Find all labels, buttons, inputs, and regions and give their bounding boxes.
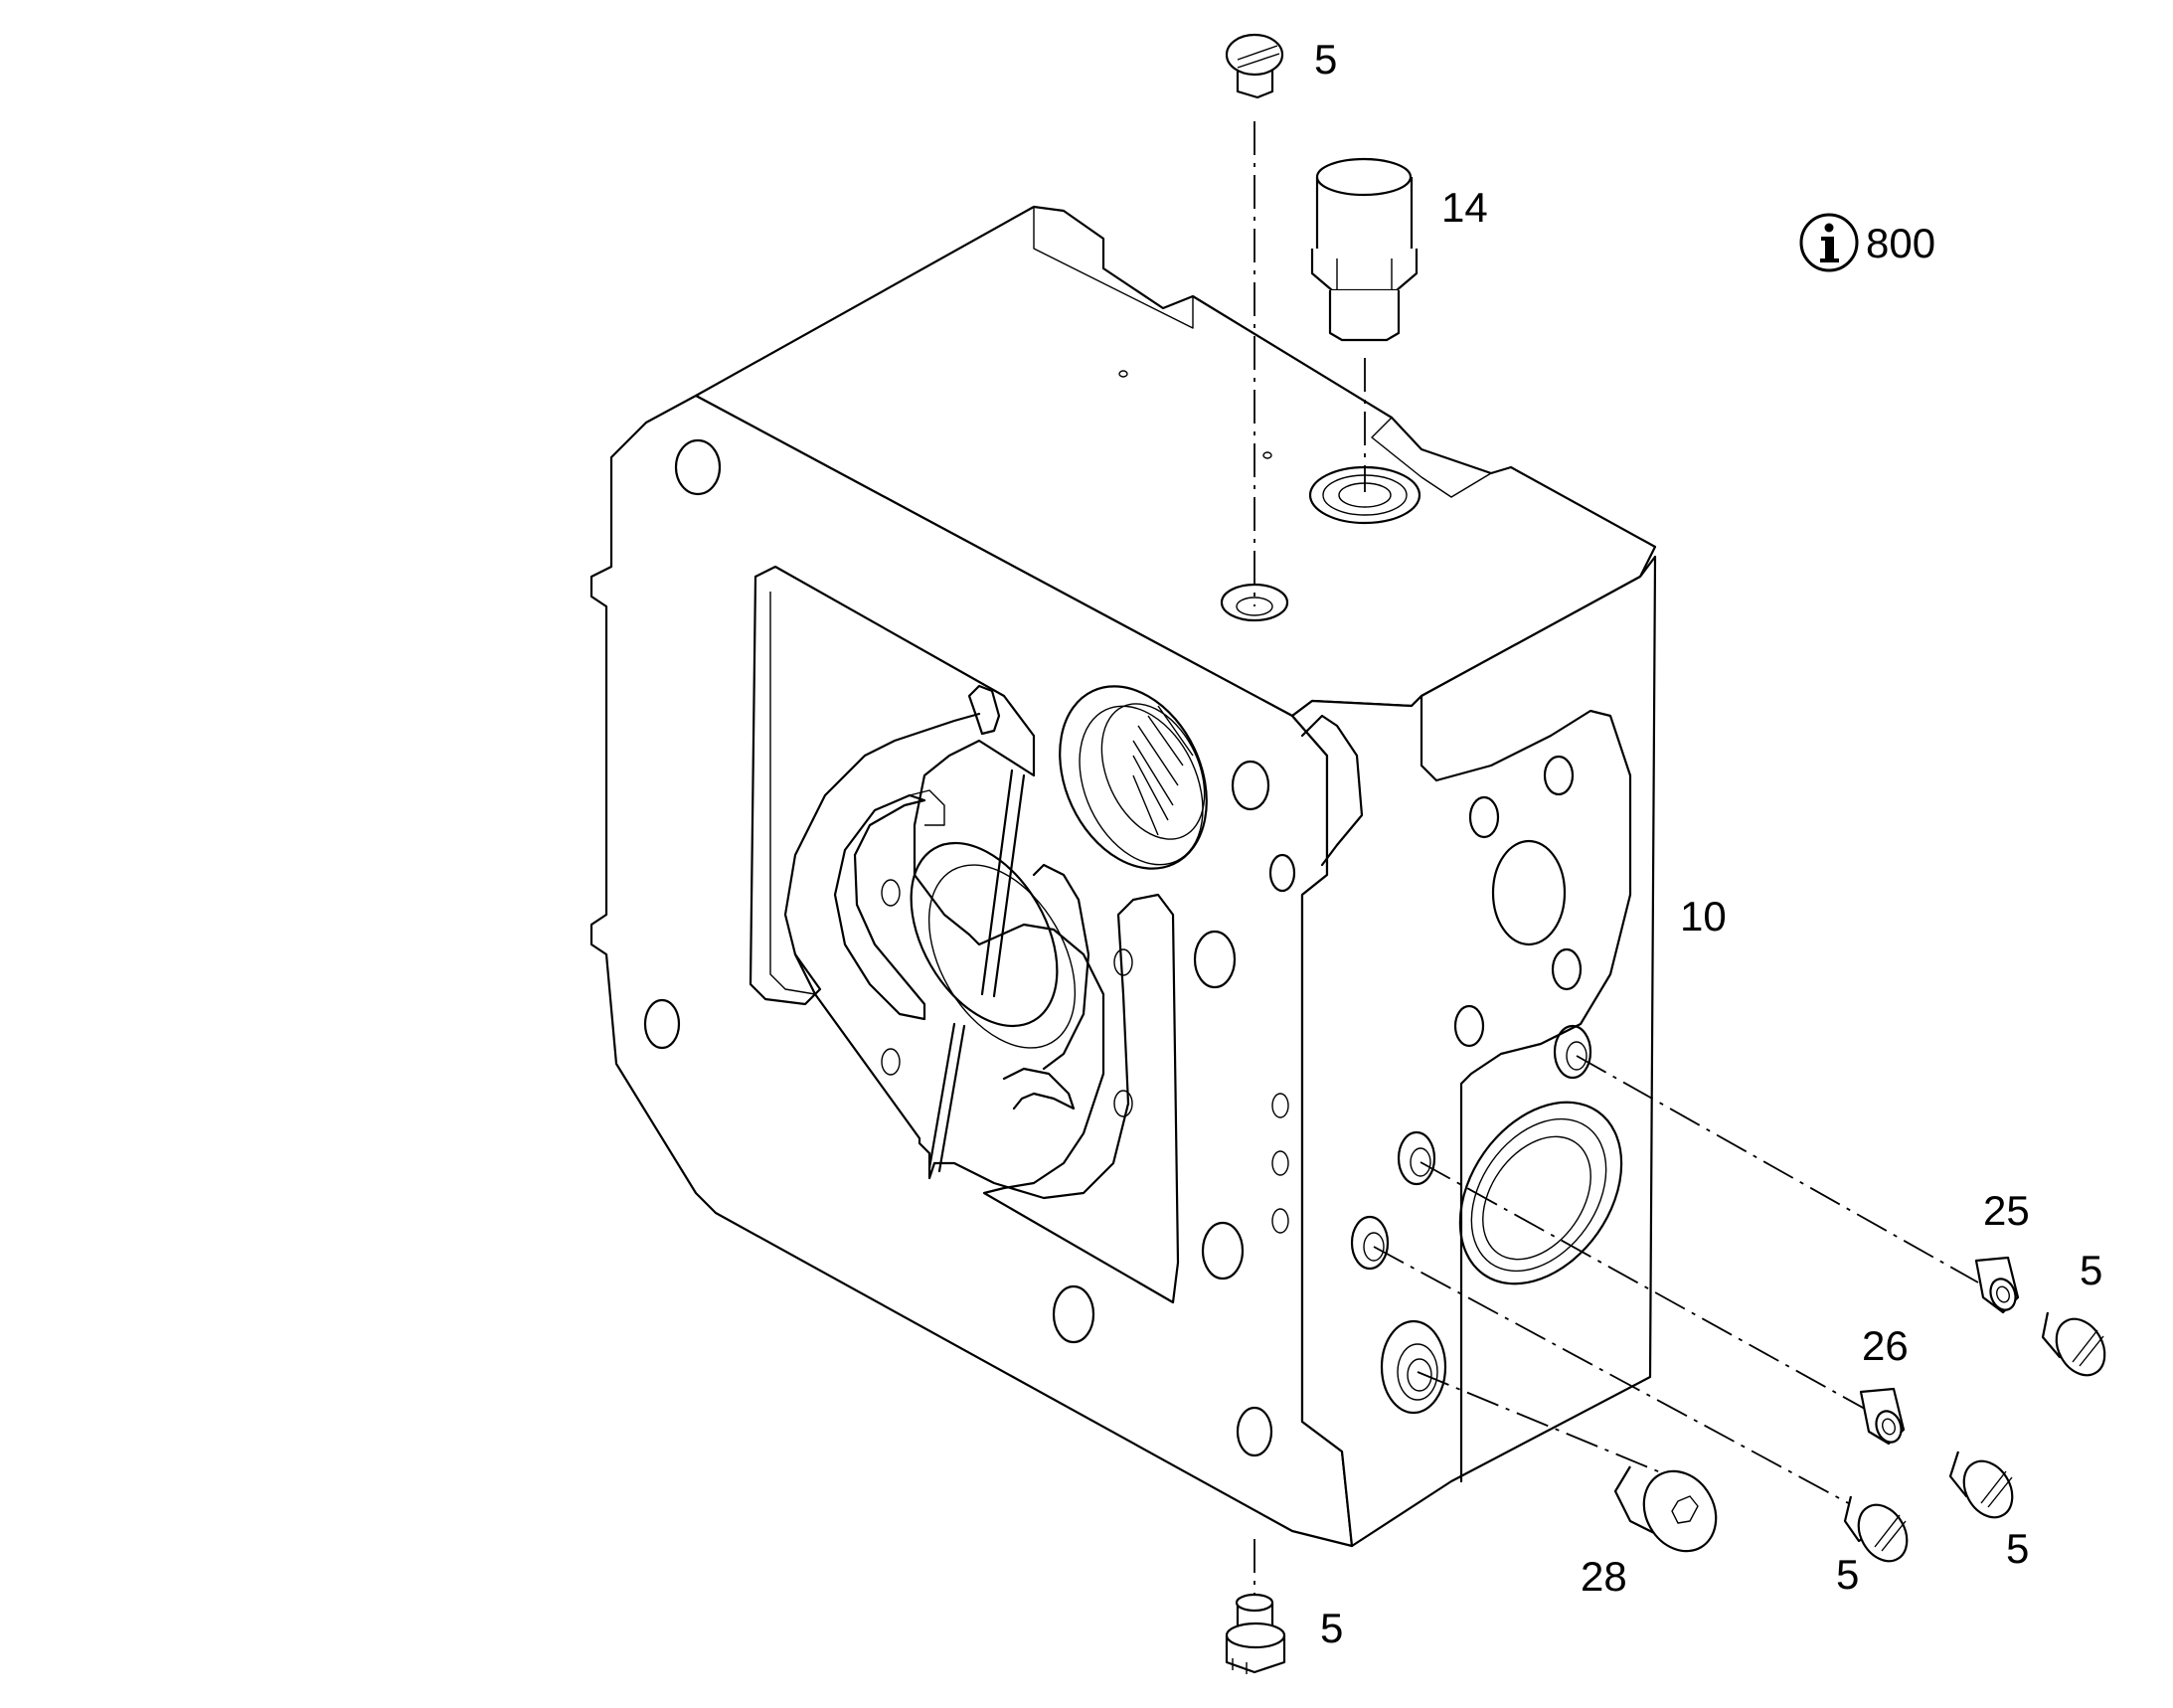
mount-hole-bottom bbox=[1052, 1284, 1095, 1344]
small-hole-2 bbox=[1271, 1150, 1289, 1176]
mount-hole-top-left bbox=[674, 438, 722, 496]
callout-5-right-b: 5 bbox=[2006, 1525, 2029, 1572]
small-hole-6 bbox=[1113, 948, 1133, 976]
plug-screw-5-bottom[interactable] bbox=[1225, 1593, 1286, 1674]
callout-26: 26 bbox=[1862, 1322, 1909, 1369]
mount-hole-right-5 bbox=[1236, 1406, 1273, 1457]
mount-hole-right-2 bbox=[1268, 853, 1296, 893]
side-large-bore bbox=[1458, 1101, 1623, 1285]
front-recess bbox=[753, 565, 1180, 1304]
small-hole-4 bbox=[881, 879, 901, 907]
assembly-lines bbox=[1254, 121, 1979, 1601]
axis-5-right bbox=[1373, 1246, 1855, 1507]
crescent-slot bbox=[833, 793, 926, 1021]
callout-labels: 5 14 10 25 5 26 5 28 5 5 bbox=[1314, 36, 2102, 1651]
callout-5-bottom: 5 bbox=[1320, 1605, 1343, 1651]
insert-26[interactable] bbox=[1859, 1387, 1906, 1446]
callout-14: 14 bbox=[1441, 184, 1488, 231]
seal-strip-upper bbox=[980, 769, 1026, 998]
top-step-line-2 bbox=[1371, 417, 1492, 498]
seal-strip-lower bbox=[927, 1022, 966, 1173]
callout-28: 28 bbox=[1581, 1553, 1627, 1600]
side-hole-1 bbox=[1543, 755, 1575, 796]
fitting-14[interactable] bbox=[1310, 157, 1419, 342]
threaded-port bbox=[1059, 685, 1208, 870]
axis-26 bbox=[1420, 1161, 1875, 1415]
side-port-28 bbox=[1380, 1319, 1447, 1415]
side-edge-notch bbox=[1300, 714, 1364, 867]
side-port-5 bbox=[1350, 1215, 1390, 1271]
axis-28 bbox=[1417, 1371, 1671, 1477]
side-hole-4 bbox=[1453, 1004, 1485, 1048]
top-pin-hole-2 bbox=[1262, 451, 1272, 459]
side-hole-3 bbox=[1551, 947, 1583, 991]
main-bore bbox=[910, 841, 1090, 1071]
info-icon bbox=[1799, 213, 1859, 272]
info-badge[interactable]: 800 bbox=[1799, 213, 1935, 272]
callout-25: 25 bbox=[1983, 1187, 2030, 1234]
mount-hole-right-3 bbox=[1193, 930, 1237, 989]
housing-10[interactable] bbox=[589, 205, 1657, 1548]
crescent-tab bbox=[909, 789, 945, 826]
plug-screw-5-right-b[interactable] bbox=[1948, 1451, 2022, 1526]
mount-hole-right-1 bbox=[1231, 760, 1270, 811]
small-hole-1 bbox=[1271, 1093, 1289, 1118]
plug-screw-5-right-a[interactable] bbox=[2041, 1310, 2114, 1384]
side-hole-large bbox=[1491, 839, 1567, 946]
side-port-26 bbox=[1397, 1130, 1436, 1186]
front-recess-inner bbox=[769, 592, 816, 995]
info-badge-text: 800 bbox=[1866, 220, 1935, 266]
mount-hole-right-4 bbox=[1201, 1221, 1245, 1281]
side-port-25 bbox=[1553, 1024, 1592, 1080]
plug-screw-5-right-c[interactable] bbox=[1843, 1495, 1917, 1570]
plug-screw-5-top[interactable] bbox=[1225, 33, 1284, 99]
small-hole-3 bbox=[1271, 1208, 1289, 1234]
callout-5-right-c: 5 bbox=[1836, 1551, 1859, 1598]
pin-clip bbox=[967, 684, 1001, 736]
callout-10: 10 bbox=[1680, 893, 1727, 939]
plug-screw-28[interactable] bbox=[1613, 1458, 1730, 1565]
housing-side-face bbox=[1290, 555, 1657, 1548]
top-pin-hole-1 bbox=[1118, 370, 1128, 378]
mount-hole-left bbox=[643, 998, 681, 1050]
side-plate-outline bbox=[1420, 694, 1632, 1483]
insert-25[interactable] bbox=[1974, 1256, 2020, 1314]
side-hole-2 bbox=[1468, 795, 1500, 839]
small-hole-5 bbox=[881, 1048, 901, 1076]
callout-5-right-a: 5 bbox=[2080, 1247, 2102, 1293]
small-hole-7 bbox=[1113, 1090, 1133, 1117]
lower-crescent bbox=[1002, 1067, 1076, 1110]
axis-25 bbox=[1576, 1055, 1979, 1283]
callout-5-top: 5 bbox=[1314, 36, 1337, 83]
top-step-line bbox=[1033, 207, 1194, 329]
front-recess-left-wall bbox=[749, 575, 822, 1006]
